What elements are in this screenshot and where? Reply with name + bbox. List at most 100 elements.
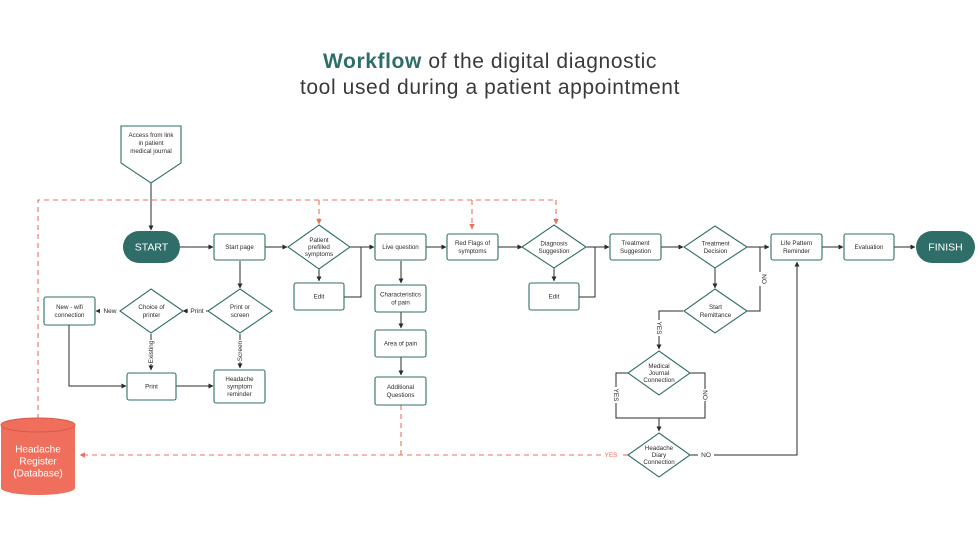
print-label: Print (145, 384, 158, 391)
database-body (1, 425, 75, 495)
label-print: Print (190, 308, 204, 315)
label-line: symptom (227, 384, 252, 391)
finish-terminal (916, 231, 975, 263)
database-node (0, 417, 76, 495)
start-page-label: Start page (225, 244, 254, 251)
label-line: prefilled (308, 244, 330, 251)
label-line: Start (709, 304, 722, 311)
edge-label-masks (100, 272, 766, 461)
print-node (126, 372, 177, 401)
choice-printer-node (119, 288, 184, 334)
additional-questions-node (374, 376, 427, 406)
edge-remittance-yes (656, 310, 683, 350)
start-page-node (213, 233, 266, 261)
patient-prefilled-node (287, 224, 351, 270)
start-label: START (135, 242, 169, 254)
edge-edit-live (344, 247, 362, 298)
label-line: symptoms (305, 251, 333, 258)
label-line: connection (55, 312, 85, 319)
edge-newwifi-print (68, 325, 127, 389)
label-line: Decision (704, 248, 728, 255)
headache-reminder-node (213, 369, 266, 404)
label-line: Diary (652, 452, 667, 459)
label-yes-diary: YES (604, 452, 618, 459)
finish-label: FINISH (928, 242, 962, 254)
diagram-subtitle: tool used during a patient appointment (299, 76, 681, 99)
new-wifi-node (43, 296, 96, 326)
headache-diary-node (627, 432, 691, 478)
mask-screen (234, 340, 246, 362)
label-line: Suggestion (539, 248, 571, 255)
label-no-journal: NO (701, 390, 708, 400)
label-line: Headache (225, 376, 254, 383)
edge-labels: New Print Existing Screen NO YES YES NO … (103, 274, 767, 459)
mask-yes-journal (610, 387, 622, 403)
access-node (120, 125, 182, 184)
label-line: Treatment (622, 240, 650, 247)
live-question-node (374, 233, 427, 261)
red-flags-node (446, 233, 499, 261)
title-line1-rest: of the digital diagnostic (421, 50, 657, 73)
life-pattern-node (770, 233, 823, 261)
treatment-decision-node (683, 225, 749, 269)
label-line: Area of pain (384, 341, 418, 348)
edge-diary-no (690, 261, 800, 456)
mask-no-decision (754, 272, 766, 286)
label-no-diary: NO (701, 452, 711, 459)
label-line: Evaluation (855, 244, 884, 251)
label-line: Headache (15, 445, 61, 456)
label-line: Life Pattern (781, 240, 813, 247)
label-line: Diagnosis (540, 240, 567, 247)
label-line: Characteristics (380, 292, 421, 299)
label-line: Medical (648, 363, 669, 370)
dashed-top-rail (37, 199, 556, 419)
label-line: Register (19, 457, 57, 468)
label-new: New (103, 308, 116, 315)
label-line: Reminder (783, 248, 810, 255)
diagram-title: Workflow of the digital diagnostic (0, 50, 980, 74)
label-line: Print (145, 384, 158, 391)
label-line: Suggestion (620, 248, 652, 255)
label-line: Red Flags of (455, 240, 490, 247)
label-line: Questions (387, 392, 415, 399)
label-line: Additional (387, 384, 414, 391)
terminal-shapes (123, 231, 975, 263)
edit-node-2 (528, 282, 580, 311)
label-line: in patient (138, 140, 163, 147)
mask-yes-diary (601, 449, 622, 461)
dashed-connectors (37, 199, 628, 458)
label-line: Treatment (702, 240, 730, 247)
treatment-suggestion-node (609, 233, 662, 261)
edge-edit2-treatment (579, 247, 596, 298)
label-line: New - wifi (56, 304, 83, 311)
start-terminal (123, 231, 180, 263)
title-highlight: Workflow (323, 50, 422, 73)
solid-connectors (68, 183, 916, 456)
label-line: symptoms (458, 248, 486, 255)
label-line: FINISH (928, 242, 962, 254)
diagnosis-node (521, 224, 587, 269)
label-line: reminder (227, 391, 251, 398)
label-existing: Existing (148, 340, 155, 363)
mask-no-diary (698, 449, 714, 461)
mask-existing (145, 340, 157, 364)
evaluation-node (843, 233, 895, 261)
label-line: Start page (225, 244, 254, 251)
live-question-label: Live question (382, 244, 419, 251)
